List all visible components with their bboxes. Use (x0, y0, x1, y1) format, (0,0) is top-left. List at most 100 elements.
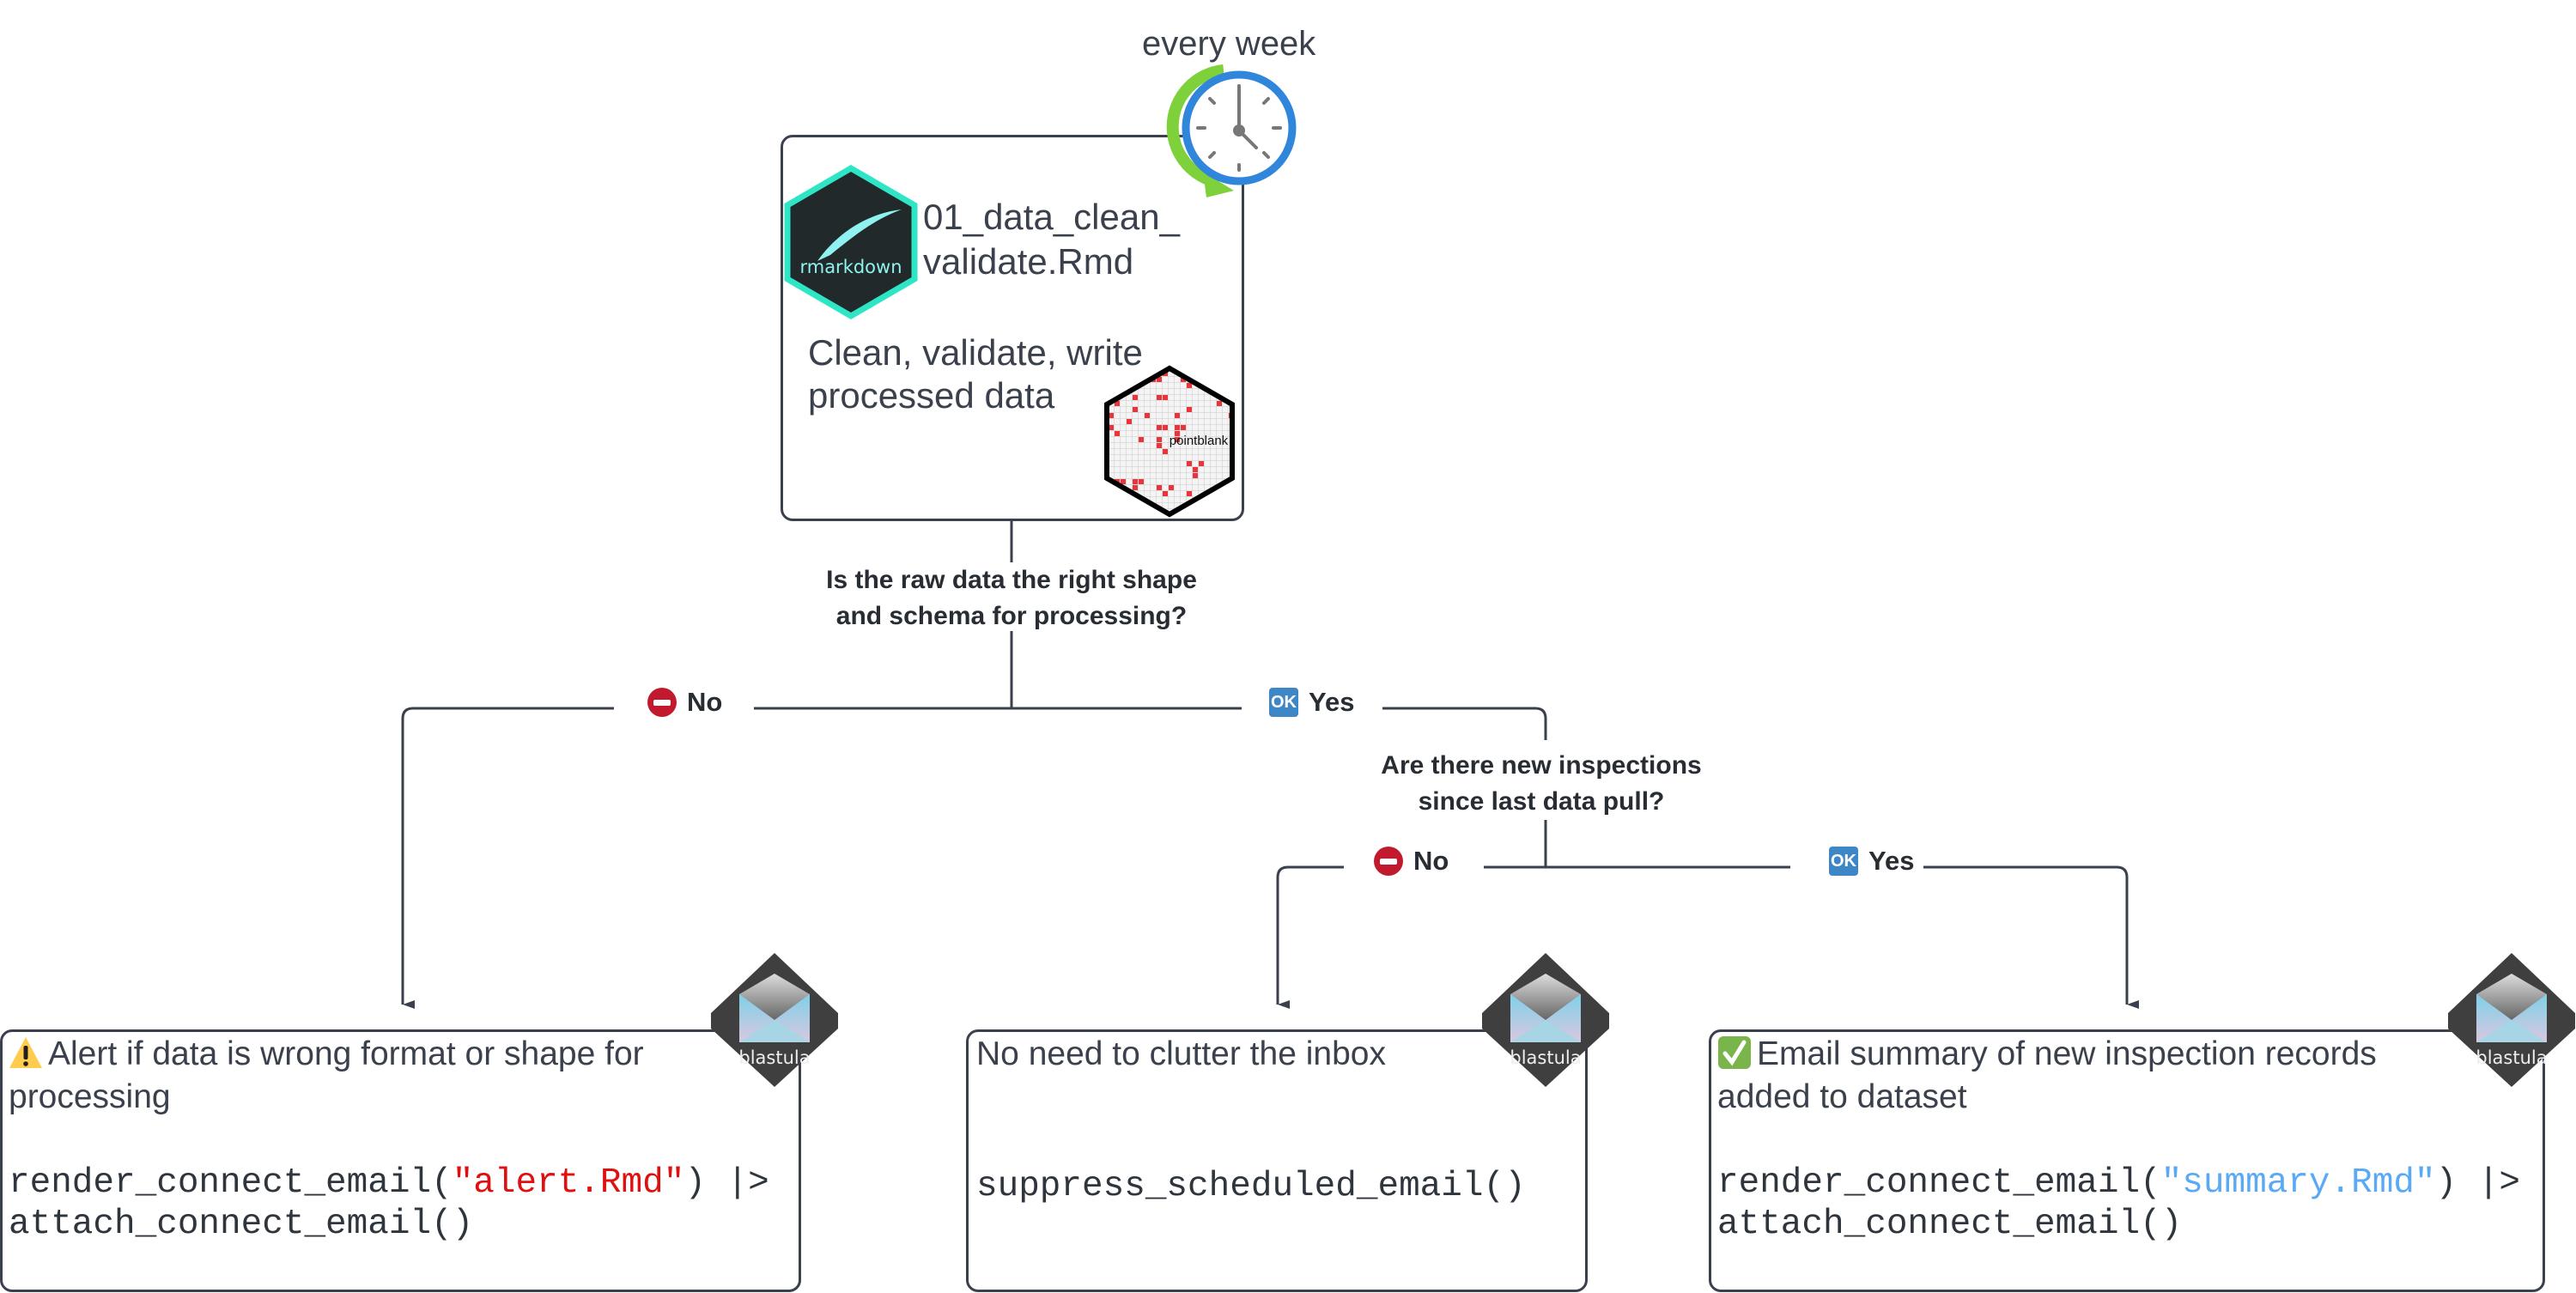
alert-title-line2: processing (9, 1078, 171, 1115)
pointblank-cell (1145, 413, 1150, 418)
pointblank-cell (1157, 485, 1162, 490)
svg-text:blastula: blastula (2476, 1047, 2547, 1068)
pointblank-cell (1169, 485, 1174, 490)
pointblank-logo-text: pointblank (1170, 434, 1229, 448)
alert-title-line1: Alert if data is wrong format or shape f… (9, 1033, 644, 1076)
pointblank-cell (1133, 407, 1138, 412)
code-argument: "summary.Rmd" (2160, 1163, 2436, 1203)
pointblank-cell (1187, 371, 1192, 376)
pointblank-cell (1157, 395, 1162, 400)
decision1-no-label: No (647, 687, 722, 718)
no-entry-icon (1374, 847, 1403, 876)
pointblank-cell (1133, 485, 1138, 490)
yes-text: Yes (1868, 846, 1915, 876)
summary-code-line2: attach_connect_email() (1717, 1205, 2183, 1244)
code-pipe: ) |> (684, 1163, 769, 1203)
summary-code-line1: render_connect_email("summary.Rmd") |> (1717, 1162, 2520, 1204)
pointblank-cell (1223, 509, 1228, 514)
pointblank-cell (1211, 383, 1216, 388)
pointblank-cell (1115, 401, 1120, 406)
suppress-title: No need to clutter the inbox (976, 1035, 1386, 1072)
pointblank-cell (1133, 395, 1138, 400)
pointblank-cell (1157, 425, 1162, 430)
pointblank-cell (1187, 461, 1192, 466)
pointblank-cell (1175, 425, 1180, 430)
alert-code-line1: render_connect_email("alert.Rmd") |> (9, 1162, 769, 1204)
pointblank-cell (1121, 371, 1126, 376)
decision1-yes-label: OK Yes (1269, 687, 1354, 718)
summary-title-text: Email summary of new inspection records (1757, 1035, 2377, 1072)
pointblank-cell (1133, 503, 1138, 508)
rmd-description-line2: processed data (808, 375, 1055, 416)
pointblank-cell (1193, 467, 1198, 472)
pointblank-cell (1187, 407, 1192, 412)
pointblank-cell (1193, 473, 1198, 478)
summary-email-box (1709, 1029, 2545, 1292)
pointblank-cell (1163, 449, 1168, 454)
code-function: render_connect_email( (9, 1163, 453, 1203)
pointblank-cell (1229, 389, 1232, 394)
pointblank-cell (1121, 368, 1126, 370)
alert-email-box (0, 1029, 801, 1292)
decision1-line2: and schema for processing? (835, 602, 1188, 630)
rmarkdown-logo-text: rmarkdown (799, 257, 902, 277)
pointblank-cell (1187, 491, 1192, 496)
connector-yes-branch (1382, 707, 1547, 740)
pointblank-cell (1187, 383, 1192, 388)
pointblank-cell (1139, 437, 1144, 442)
pointblank-cell (1115, 431, 1120, 436)
pointblank-cell (1175, 413, 1180, 418)
pointblank-cell (1109, 413, 1114, 418)
svg-text:blastula: blastula (738, 1047, 810, 1068)
alert-title-text: Alert if data is wrong format or shape f… (48, 1035, 644, 1072)
pointblank-cell (1199, 461, 1204, 466)
warning-icon (9, 1037, 42, 1068)
decision2-yes-label: OK Yes (1829, 846, 1914, 877)
pointblank-cell (1109, 425, 1114, 430)
pointblank-logo-icon: pointblank (1104, 365, 1235, 518)
connector-no-branch (401, 707, 614, 1009)
pointblank-cell (1109, 491, 1114, 496)
pointblank-cell (1163, 491, 1168, 496)
no-text: No (687, 687, 723, 717)
pointblank-cell (1175, 431, 1180, 436)
rmarkdown-logo-icon: rmarkdown (784, 165, 918, 319)
pointblank-cell (1121, 509, 1126, 514)
connector-no2-branch (1276, 865, 1344, 1009)
decision1-line1: Is the raw data the right shape (826, 566, 1197, 594)
rmd-filename-line2: validate.Rmd (923, 241, 1134, 282)
alert-code-line2: attach_connect_email() (9, 1205, 474, 1244)
ok-icon: OK (1829, 847, 1858, 876)
pointblank-cell (1217, 401, 1222, 406)
check-mark-icon (1718, 1036, 1751, 1069)
no-entry-icon (647, 688, 677, 717)
pointblank-cell (1109, 509, 1114, 514)
blastula-logo-icon: blastula (2445, 951, 2576, 1093)
pointblank-cell (1139, 479, 1144, 484)
decision1-question: Is the raw data the right shape and sche… (791, 562, 1232, 634)
pointblank-cell (1181, 425, 1186, 430)
ok-icon: OK (1269, 688, 1298, 717)
decision2-line2: since last data pull? (1418, 787, 1665, 816)
decision2-question: Are there new inspections since last dat… (1327, 748, 1756, 820)
pointblank-cell (1157, 437, 1162, 442)
svg-text:blastula: blastula (1510, 1047, 1581, 1068)
pointblank-cell (1109, 368, 1114, 370)
pointblank-cell (1121, 368, 1126, 370)
decision2-no-label: No (1374, 846, 1449, 877)
pointblank-cell (1127, 419, 1132, 424)
yes-text: Yes (1309, 687, 1355, 717)
code-pipe: ) |> (2435, 1163, 2520, 1203)
decision2-line1: Are there new inspections (1381, 751, 1702, 780)
pointblank-cell (1121, 479, 1126, 484)
pointblank-cell (1223, 491, 1228, 496)
summary-title-line1: Email summary of new inspection records (1717, 1033, 2377, 1076)
pointblank-cell (1181, 377, 1186, 382)
summary-title-line2: added to dataset (1717, 1078, 1967, 1115)
pointblank-cell (1157, 377, 1162, 382)
pointblank-cell (1175, 437, 1180, 442)
no-text: No (1413, 846, 1449, 876)
pointblank-cell (1157, 443, 1162, 448)
rmd-filename-line1: 01_data_clean_ (923, 197, 1180, 237)
